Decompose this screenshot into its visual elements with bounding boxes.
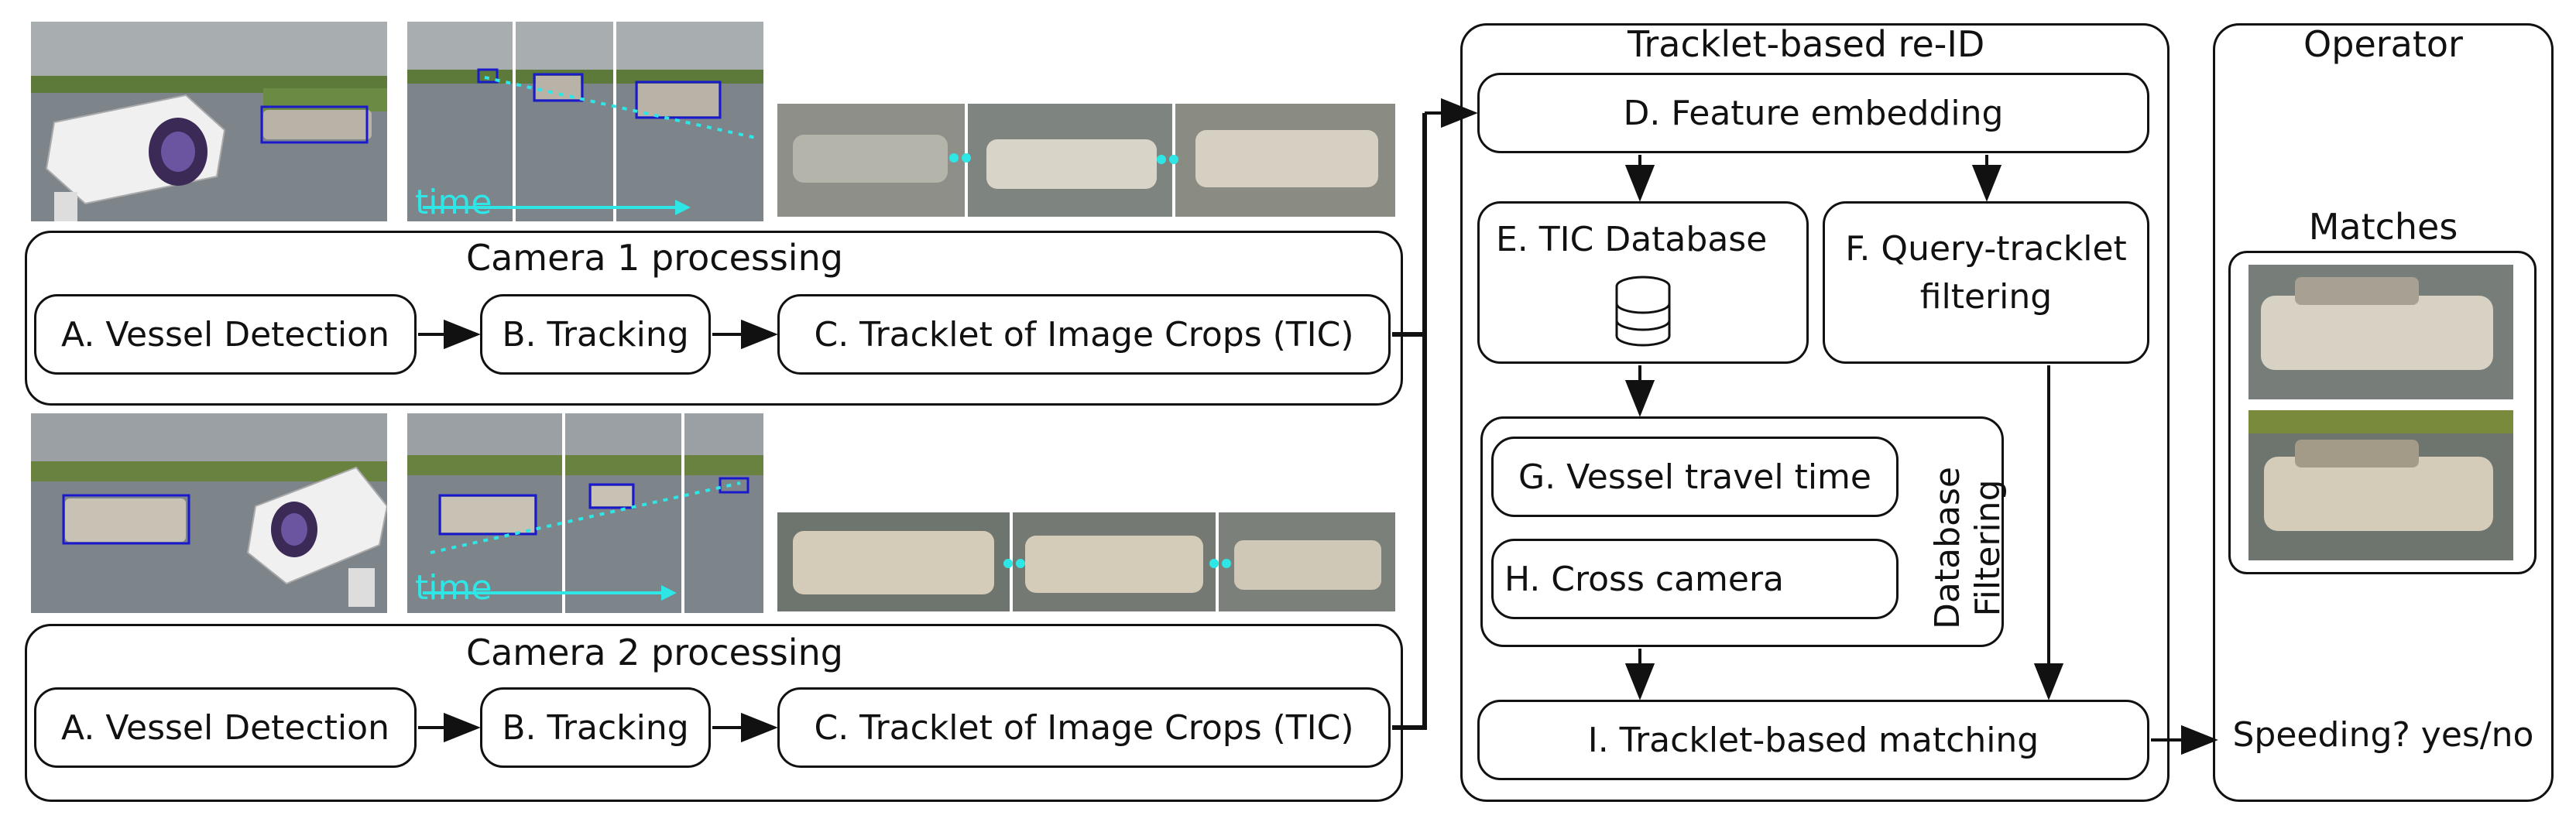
camera1-tic: C. Tracklet of Image Crops (TIC) <box>777 294 1391 375</box>
match-image-2 <box>2248 410 2513 560</box>
boat-icon <box>2261 277 2493 370</box>
camera1-crops-image <box>777 104 1395 217</box>
camera2-vessel-detection: A. Vessel Detection <box>34 687 417 768</box>
camera1-processing-title: Camera 1 processing <box>466 237 843 279</box>
cross-camera-box: H. Cross camera <box>1491 539 1899 619</box>
camera2-tracking: B. Tracking <box>480 687 711 768</box>
query-filter-box <box>1823 201 2149 364</box>
camera2-time-label: time <box>415 568 492 608</box>
camera-icon <box>45 94 226 221</box>
query-filter-label-line1: F. Query-tracklet <box>1845 229 2127 269</box>
boat-icon <box>793 130 1378 189</box>
reid-title: Tracklet-based re-ID <box>1628 23 1985 65</box>
camera2-scene-svg <box>31 413 387 613</box>
camera2-tracking-image: time <box>407 413 763 613</box>
query-filter-label-line2: filtering <box>1919 277 2053 317</box>
speeding-output: Speeding? yes/no <box>2232 715 2534 755</box>
vessel-travel-time-box: G. Vessel travel time <box>1491 437 1899 517</box>
camera2-crops-svg <box>777 512 1395 611</box>
camera1-tracking: B. Tracking <box>480 294 711 375</box>
match-image-1-svg <box>2248 265 2513 399</box>
boat-icon <box>2264 440 2493 531</box>
camera1-scene-image <box>31 22 387 221</box>
camera1-crops-svg <box>777 104 1395 217</box>
camera1-time-label: time <box>415 183 492 221</box>
camera1-tracking-svg <box>407 22 763 221</box>
camera-icon <box>246 466 387 607</box>
match-image-1 <box>2248 265 2513 399</box>
camera1-vessel-detection: A. Vessel Detection <box>34 294 417 375</box>
boat-icon <box>793 531 1381 594</box>
camera1-tracking-image: time <box>407 22 763 221</box>
camera2-crops-image <box>777 512 1395 611</box>
camera1-scene-svg <box>31 22 387 221</box>
matches-title: Matches <box>2308 206 2458 248</box>
database-filtering-line2: Filtering <box>1968 479 2008 617</box>
operator-title: Operator <box>2303 23 2463 65</box>
camera2-tracking-svg <box>407 413 763 613</box>
feature-embedding-box: D. Feature embedding <box>1477 73 2149 153</box>
camera2-tic: C. Tracklet of Image Crops (TIC) <box>777 687 1391 768</box>
tracklet-matching-box: I. Tracklet-based matching <box>1477 700 2149 780</box>
match-image-2-svg <box>2248 410 2513 560</box>
camera2-processing-title: Camera 2 processing <box>466 632 843 673</box>
tic-database-label: E. TIC Database <box>1496 220 1768 259</box>
database-icon <box>1615 276 1671 347</box>
database-filtering-label: Database Filtering <box>1928 432 2008 664</box>
database-filtering-line1: Database <box>1928 467 1967 629</box>
camera2-scene-image <box>31 413 387 613</box>
